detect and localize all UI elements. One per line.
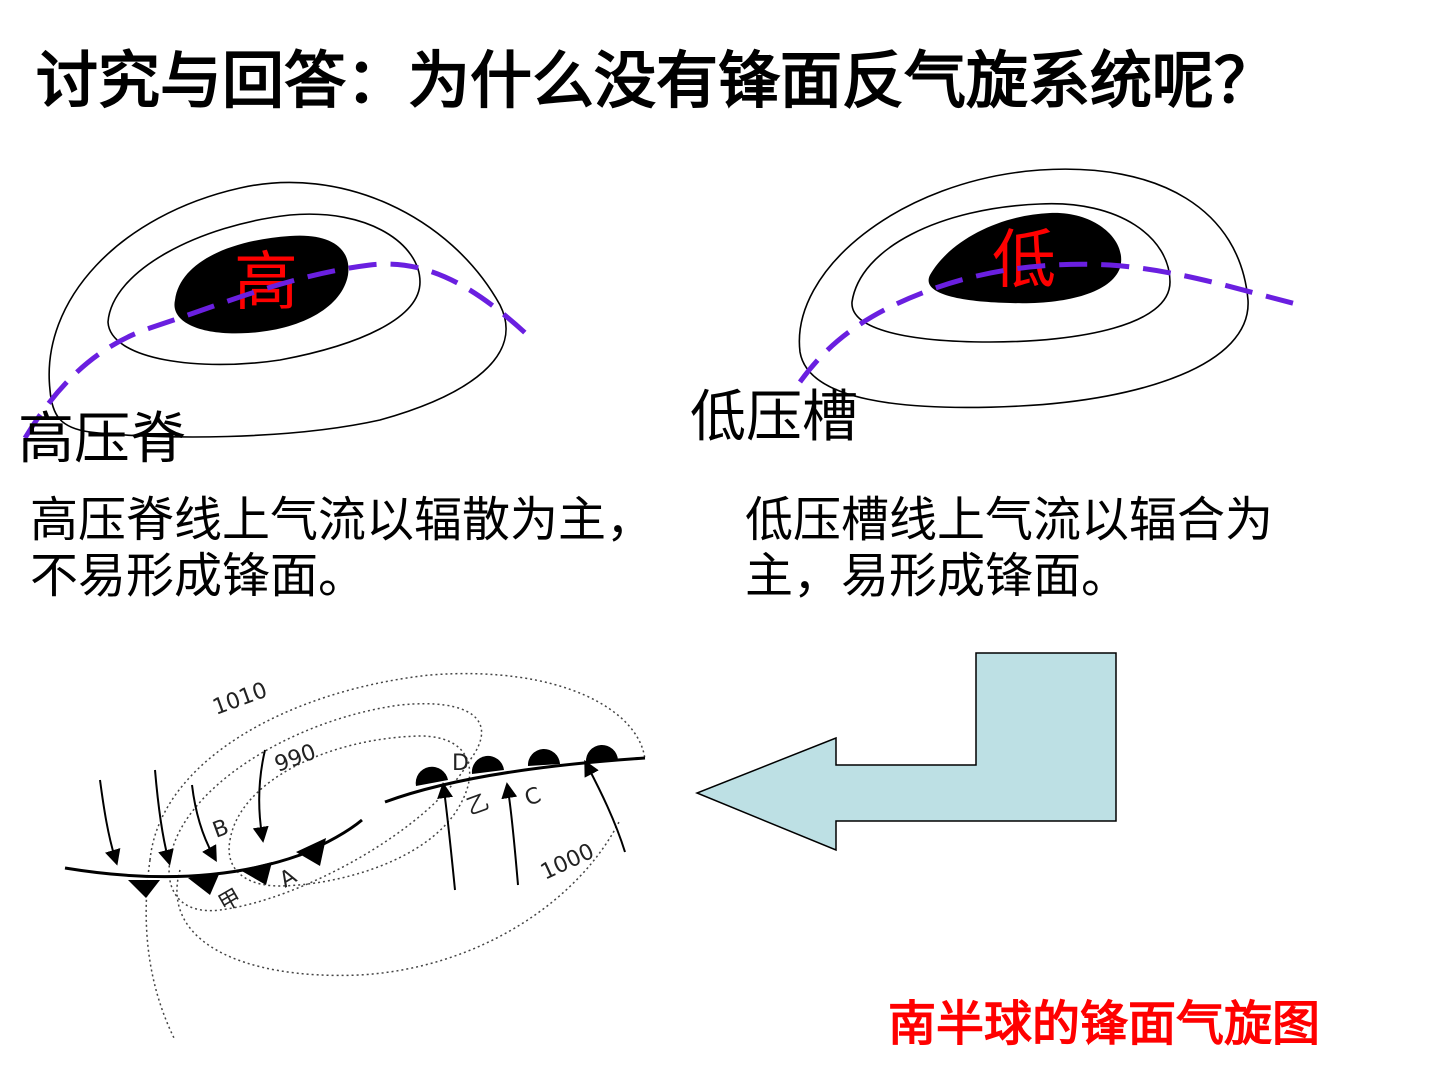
cold-front-triangle — [188, 872, 220, 895]
pointer-arrow — [694, 652, 1117, 852]
isobar-1000 — [168, 703, 483, 912]
warm-front-semicircle — [527, 749, 560, 766]
trough-explanation-line: 主，易形成锋面。 — [745, 548, 1130, 604]
isobar-990 — [228, 735, 471, 887]
isobar-label-1000: 1000 — [537, 839, 598, 885]
isobar-outer-lower — [176, 819, 621, 977]
ridge-center-blob — [174, 235, 349, 334]
cyclone-map: 1010 990 1000 D B C A 乙 甲 — [64, 672, 646, 1041]
trough-center-label: 低 — [992, 224, 1056, 298]
trough-dashed-line — [797, 261, 1301, 384]
trough-middle-isobar — [851, 202, 1171, 343]
diagram-caption: 南半球的锋面气旋图 — [888, 996, 1321, 1052]
cold-front-triangle — [128, 880, 160, 898]
wind-arrow — [437, 782, 456, 891]
ridge-explanation: 高压脊线上气流以辐散为主， 不易形成锋面。 — [30, 492, 654, 604]
ridge-explanation-line: 高压脊线上气流以辐散为主， — [30, 492, 655, 548]
trough-explanation-line: 低压槽线上气流以辐合为 — [745, 492, 1274, 548]
wind-arrow — [252, 749, 269, 843]
point-label-b: B — [210, 815, 233, 844]
ridge-middle-isobar — [107, 213, 421, 366]
wind-arrow — [99, 779, 121, 866]
point-label-c: C — [522, 783, 545, 812]
warm-front-semicircle — [415, 766, 448, 786]
trough-diagram: 低 — [797, 168, 1301, 409]
trough-center-blob — [928, 212, 1122, 304]
ridge-explanation-line: 不易形成锋面。 — [30, 548, 367, 604]
isobar-label-990: 990 — [272, 740, 320, 778]
isobar-label-1010: 1010 — [210, 678, 271, 721]
wind-arrow — [154, 769, 174, 866]
ridge-name-label: 高压脊 — [18, 407, 186, 472]
trough-explanation: 低压槽线上气流以辐合为 主，易形成锋面。 — [745, 492, 1273, 604]
point-label-jia: 甲 — [215, 885, 247, 918]
warm-front-line — [384, 756, 646, 804]
ridge-dashed-line — [22, 261, 537, 440]
cold-front-triangle — [240, 862, 272, 885]
wind-arrow — [584, 759, 626, 853]
ridge-diagram: 高 — [22, 181, 537, 440]
point-label-yi: 乙 — [464, 790, 493, 821]
warm-front-semicircle — [471, 755, 504, 774]
trough-name-label: 低压槽 — [690, 385, 858, 450]
cold-front-triangle — [296, 838, 326, 866]
isobar-1010 — [149, 672, 646, 861]
slide-title: 讨究与回答：为什么没有锋面反气旋系统呢？ — [36, 44, 1277, 117]
ridge-outer-isobar — [48, 181, 507, 438]
point-label-d: D — [452, 751, 469, 776]
wind-arrow — [501, 782, 519, 886]
warm-front-semicircle — [585, 744, 618, 762]
wind-arrow — [191, 784, 217, 863]
